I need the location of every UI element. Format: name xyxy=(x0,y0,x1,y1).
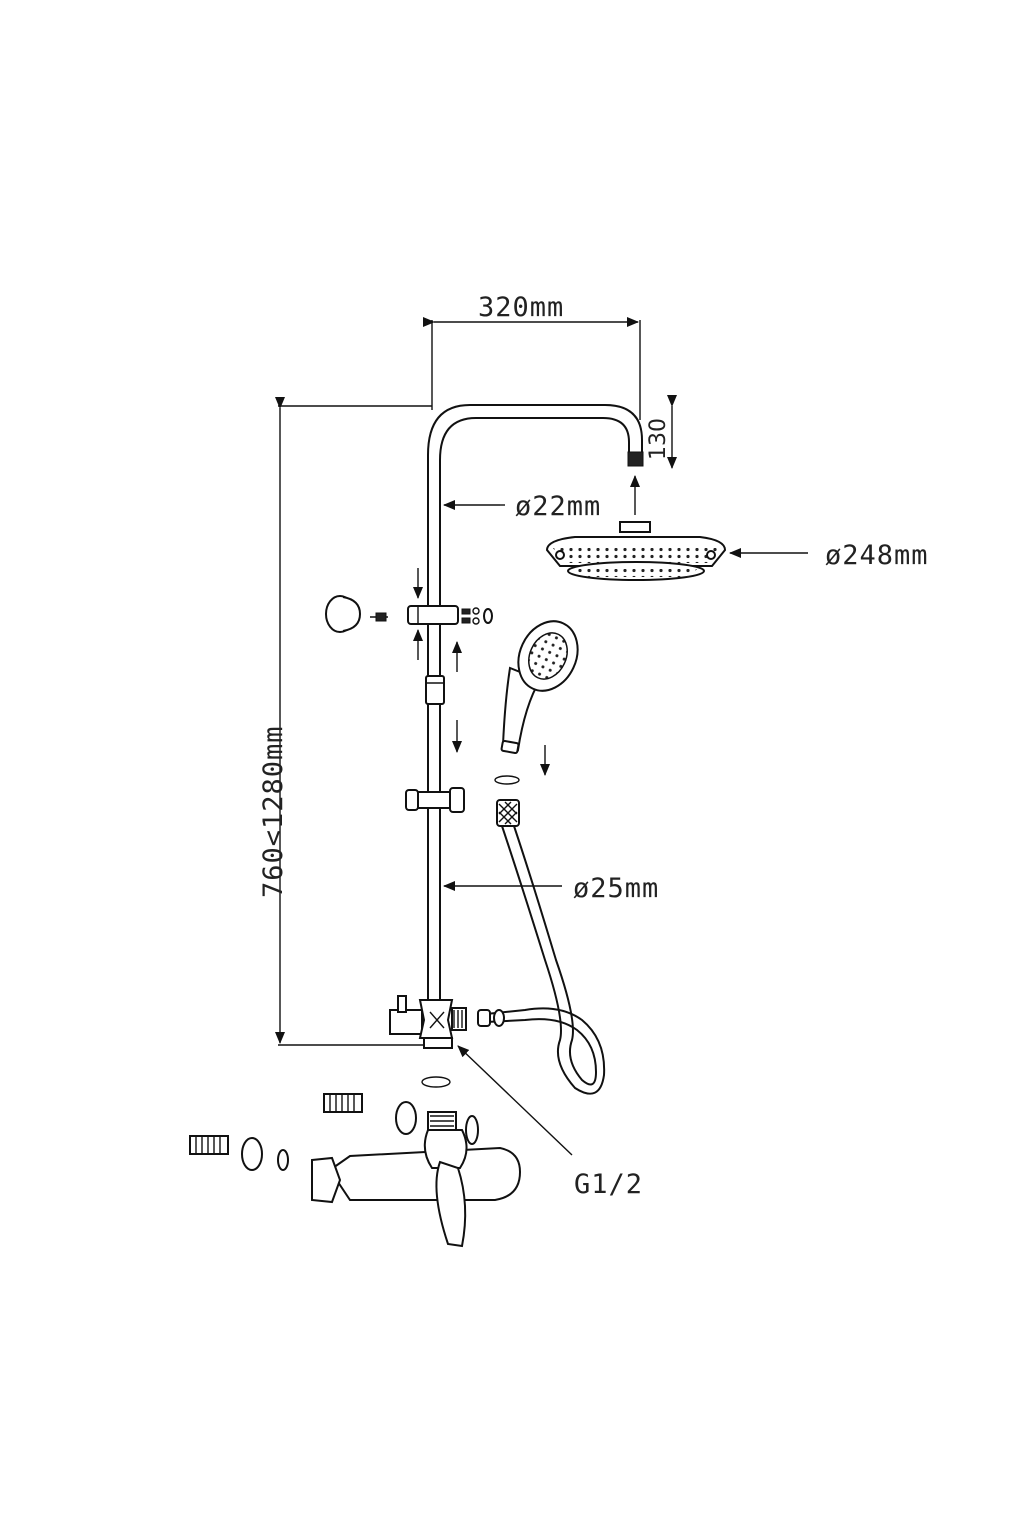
bath-mixer-body xyxy=(311,1111,522,1248)
slider-coupler xyxy=(425,675,462,753)
arm-drop-label: 130 xyxy=(646,418,671,460)
arm-length-label: 320mm xyxy=(478,292,564,323)
pipe-bottom-diameter-label: ø25mm xyxy=(573,873,659,904)
shower-hose xyxy=(477,799,606,1095)
diverter-valve xyxy=(389,995,467,1049)
height-range-label: 760<1280mm xyxy=(258,725,289,898)
connection-thread-callout: G1/2 xyxy=(457,1045,643,1200)
arm-length-dimension: 320mm xyxy=(423,292,641,420)
pipe-top-diameter-label: ø22mm xyxy=(515,491,601,522)
hand-shower xyxy=(494,620,579,785)
connection-thread-label: G1/2 xyxy=(574,1169,643,1200)
arm-drop-dimension: 130 xyxy=(646,395,677,469)
rain-shower-head xyxy=(545,521,727,581)
height-dimension: 760<1280mm xyxy=(258,397,432,1046)
pipe-top-diameter-callout: ø22mm xyxy=(443,491,601,522)
o-ring xyxy=(421,1076,451,1088)
shower-riser-pipe xyxy=(427,404,644,1000)
wall-bracket-assembly xyxy=(325,568,493,672)
head-diameter-callout: ø248mm xyxy=(729,540,929,571)
pipe-bottom-diameter-callout: ø25mm xyxy=(443,873,659,904)
hand-shower-holder xyxy=(405,787,465,813)
eccentric-connector-upper xyxy=(323,1093,417,1135)
head-diameter-label: ø248mm xyxy=(825,540,929,571)
eccentric-connector-lower xyxy=(189,1135,289,1171)
